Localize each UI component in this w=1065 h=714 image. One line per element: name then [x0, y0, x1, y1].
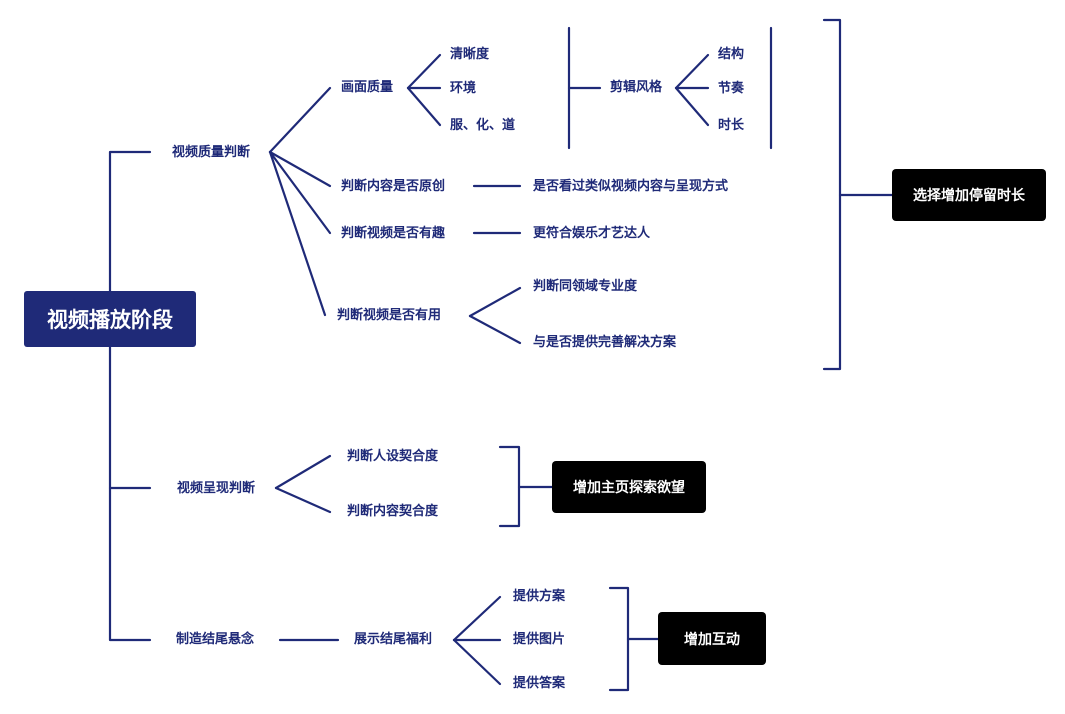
- leaf-provide-plan: 提供方案: [513, 589, 566, 604]
- outcome-dwell-time: 选择增加停留时长: [892, 169, 1046, 221]
- root-trunk: [108, 150, 152, 642]
- node-ending-bonus: 展示结尾福利: [354, 632, 433, 647]
- outcome-profile-exploration: 增加主页探索欲望: [552, 461, 706, 513]
- leaf-clarity: 清晰度: [450, 47, 490, 62]
- node-originality: 判断内容是否原创: [341, 179, 446, 194]
- leaf-rhythm: 节奏: [718, 81, 745, 96]
- node-picture-quality: 画面质量: [341, 80, 394, 95]
- leaf-provide-image: 提供图片: [513, 632, 566, 647]
- leaf-content-fit: 判断内容契合度: [347, 504, 439, 519]
- branch-video-presentation: 视频呈现判断: [177, 481, 256, 496]
- leaf-useful-expertise: 判断同领域专业度: [533, 279, 638, 294]
- leaf-provide-answer: 提供答案: [513, 676, 566, 691]
- branch-ending-suspense: 制造结尾悬念: [176, 632, 255, 647]
- leaf-useful-solution: 与是否提供完善解决方案: [533, 335, 677, 350]
- node-edit-style: 剪辑风格: [610, 80, 663, 95]
- leaf-originality-detail: 是否看过类似视频内容与呈现方式: [533, 179, 729, 194]
- node-fun: 判断视频是否有趣: [341, 226, 446, 241]
- branch-video-quality: 视频质量判断: [172, 145, 251, 160]
- leaf-persona-fit: 判断人设契合度: [347, 449, 439, 464]
- node-useful: 判断视频是否有用: [337, 308, 442, 323]
- leaf-structure: 结构: [718, 47, 745, 62]
- leaf-environment: 环境: [450, 81, 477, 96]
- leaf-costume: 服、化、道: [450, 118, 516, 133]
- leaf-duration: 时长: [718, 118, 745, 133]
- root-node: 视频播放阶段: [24, 291, 196, 347]
- leaf-fun-detail: 更符合娱乐才艺达人: [533, 226, 651, 241]
- outcome-interaction: 增加互动: [658, 612, 766, 665]
